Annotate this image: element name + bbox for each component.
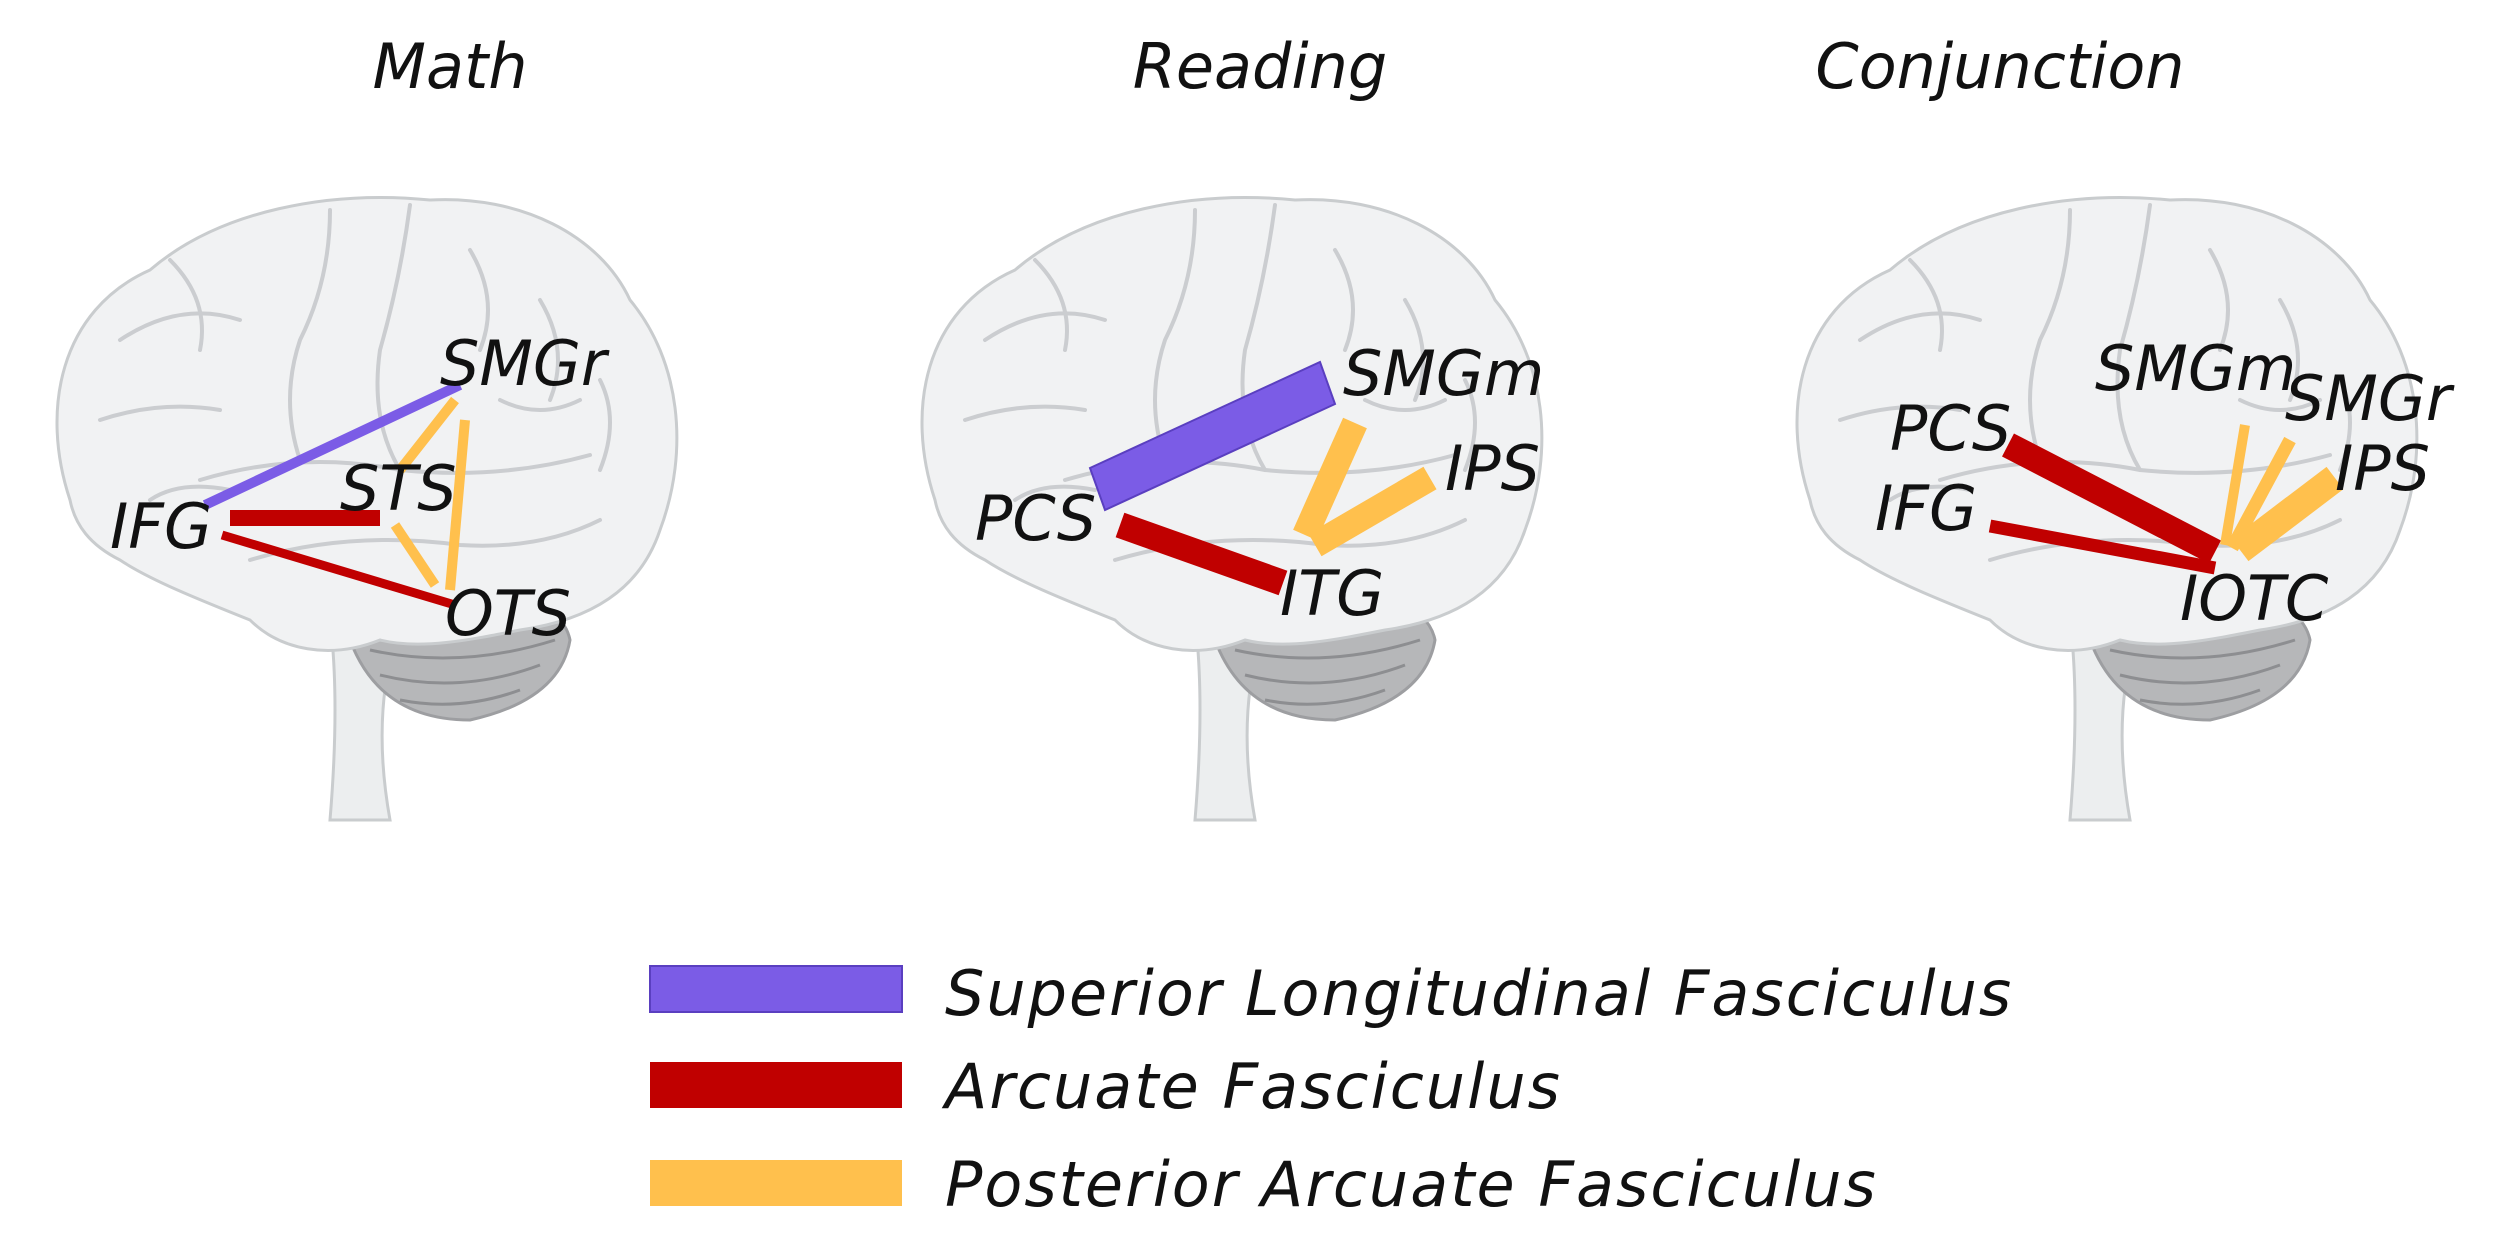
- legend-swatch: [649, 965, 903, 1013]
- region-label: STS: [340, 452, 457, 525]
- panel-conjunction: Conjunction SMGm SMGr PCS IPS IFG IOTC: [1794, 30, 2455, 823]
- panel-reading: Reading SMGm IPS PCS ITG: [919, 30, 1544, 823]
- slf-pcs-smgm: [1088, 360, 1337, 512]
- legend: Superior Longitudinal Fasciculus Arcuate…: [649, 957, 2013, 1221]
- panel-math: Math SMGr STS IFG OTS: [54, 30, 679, 823]
- region-label: IFG: [110, 490, 212, 563]
- region-label: SMGm: [2095, 332, 2296, 405]
- region-label: OTS: [445, 577, 571, 650]
- legend-swatch: [650, 1160, 902, 1206]
- region-label: IFG: [1875, 472, 1977, 545]
- connections: [202, 380, 470, 610]
- paf-ips-itg: [1308, 466, 1437, 557]
- legend-item-slf: Superior Longitudinal Fasciculus: [649, 957, 2013, 1030]
- legend-label: Arcuate Fasciculus: [941, 1050, 1562, 1123]
- af-pcs-iotc: [2002, 433, 2221, 564]
- region-label: PCS: [975, 482, 1096, 555]
- paf-smgm-iotc: [2220, 424, 2250, 546]
- region-label: SMGr: [440, 327, 610, 400]
- legend-item-af: Arcuate Fasciculus: [650, 1050, 1562, 1123]
- paf-smgr-iotc: [2226, 436, 2296, 552]
- paf-smgm-itg: [1293, 417, 1367, 541]
- panel-title: Conjunction: [1815, 30, 2184, 103]
- slf-ifg-smgr: [202, 380, 463, 510]
- paf-smgr-sts: [396, 396, 459, 474]
- region-label: SMGr: [2285, 362, 2455, 435]
- connections: [1088, 360, 1437, 596]
- legend-label: Superior Longitudinal Fasciculus: [945, 957, 2013, 1030]
- legend-swatch: [650, 1062, 902, 1108]
- paf-ips-iotc: [2231, 466, 2344, 562]
- af-pcs-itg: [1115, 512, 1288, 596]
- region-label: IPS: [2335, 432, 2430, 505]
- panel-title: Reading: [1133, 30, 1387, 103]
- panel-title: Math: [372, 30, 527, 103]
- legend-label: Posterior Arcuate Fasciculus: [945, 1148, 1878, 1221]
- af-ifg-ots: [220, 530, 457, 610]
- region-label: SMGm: [1343, 337, 1544, 410]
- paf-smgr-ots: [445, 419, 470, 591]
- legend-item-paf: Posterior Arcuate Fasciculus: [650, 1148, 1878, 1221]
- region-label: IOTC: [2180, 562, 2329, 635]
- region-label: PCS: [1890, 392, 2011, 465]
- paf-sts-ots: [390, 522, 440, 588]
- region-label: IPS: [1445, 432, 1540, 505]
- region-label: ITG: [1280, 557, 1384, 630]
- af-ifg-iotc: [1988, 519, 2217, 575]
- connections: [1988, 424, 2344, 575]
